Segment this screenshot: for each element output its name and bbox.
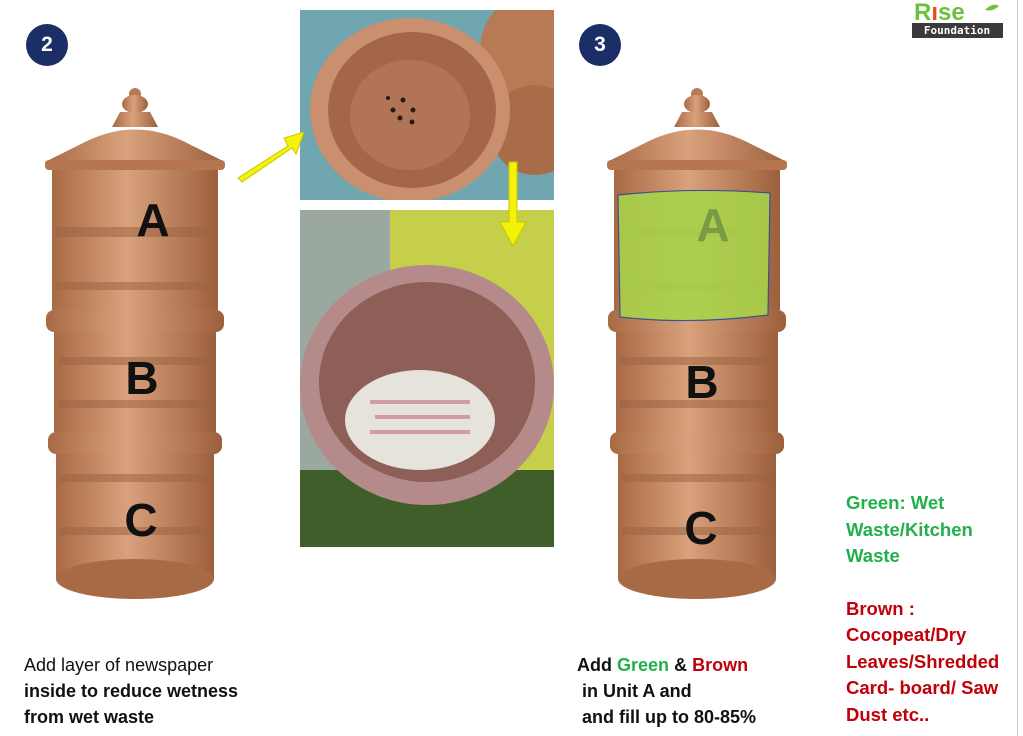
slide-border <box>1017 0 1018 736</box>
svg-text:Rıse: Rıse <box>914 0 965 26</box>
legend-line: Waste <box>846 545 900 566</box>
caption-line: Add layer of newspaper <box>24 655 214 675</box>
pot-unit-b <box>616 332 778 432</box>
pot-lid <box>45 88 225 170</box>
legend-line: Dust etc.. <box>846 703 930 725</box>
compost-pot-stack <box>40 82 230 609</box>
material-legend: Green: Wet Waste/Kitchen Waste Brown : C… <box>846 490 999 728</box>
step-2-badge: 2 <box>26 24 68 66</box>
legend-line: Cocopeat/Dry <box>846 624 967 645</box>
pot-unit-b <box>54 332 216 432</box>
brown-legend: Brown : Cocopeat/Dry Leaves/Shredded Car… <box>846 596 999 729</box>
legend-line: Waste/Kitchen <box>846 518 973 540</box>
unit-a-fill-highlight <box>617 189 771 322</box>
pot-unit-c <box>56 454 214 599</box>
caption-line: inside to reduce wetness <box>24 681 239 701</box>
unit-a-label: A <box>696 199 730 251</box>
brown-word: Brown <box>692 655 749 675</box>
caption-line: in Unit A and <box>582 681 692 701</box>
step-2-caption: Add layer of newspaper inside to reduce … <box>24 652 238 730</box>
legend-line: Green: Wet <box>846 492 945 513</box>
unit-b-label: B <box>125 352 159 404</box>
newspaper-lined-pot-photo <box>300 210 554 547</box>
rise-foundation-logo: Rıse Foundation <box>912 0 1003 38</box>
caption-line: Add Green & Brown <box>577 652 756 678</box>
svg-text:Foundation: Foundation <box>924 24 990 37</box>
unit-a-label: A <box>136 194 170 246</box>
caption-word: Add <box>577 655 612 675</box>
pot-unit-a <box>52 170 218 310</box>
unit-b-label: B <box>685 356 719 408</box>
caption-line: and fill up to 80-85% <box>582 707 757 727</box>
unit-c-label: C <box>124 494 158 546</box>
arrow-down-icon <box>499 161 527 248</box>
unit-c-label: C <box>684 502 718 554</box>
legend-line: Card- board/ Saw <box>846 677 999 698</box>
caption-word: & <box>674 655 688 675</box>
pot-lid <box>607 88 787 170</box>
green-legend: Green: Wet Waste/Kitchen Waste <box>846 490 999 570</box>
caption-line: from wet waste <box>24 707 155 727</box>
arrow-right-up-icon <box>237 131 305 183</box>
pot-interior-photo <box>300 10 554 200</box>
pot-unit-c <box>618 454 776 599</box>
step-3-badge: 3 <box>579 24 621 66</box>
step-3-caption: Add Green & Brown in Unit A and and fill… <box>577 652 756 730</box>
legend-line: Brown : <box>846 597 915 619</box>
legend-line: Leaves/Shredded <box>846 650 1000 672</box>
green-word: Green <box>617 655 670 675</box>
